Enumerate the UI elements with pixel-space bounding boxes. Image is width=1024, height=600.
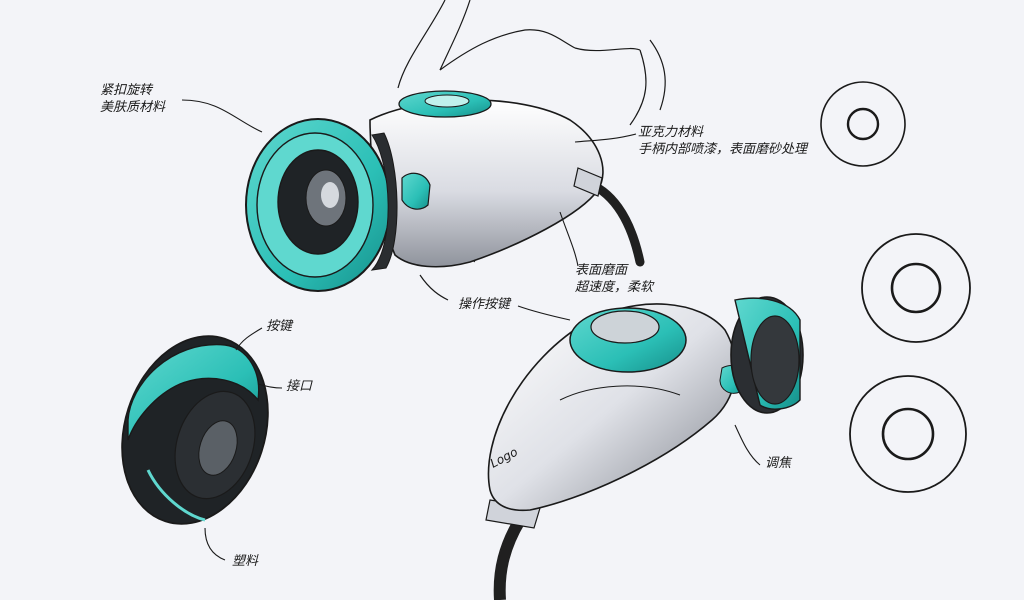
camera-head-front-icon — [245, 90, 645, 292]
button-part-note: 按键 — [266, 319, 293, 334]
ring-large-icon — [849, 375, 967, 493]
clamp-ring-note: 紧扣旋转 美肤质材料 — [100, 82, 165, 116]
lens-cap-icon — [121, 335, 269, 525]
plastic-note: 塑料 — [232, 554, 259, 569]
clamp-ring-note-line-1: 紧扣旋转 — [100, 83, 153, 98]
surface-note-line-1: 表面磨面 — [575, 263, 628, 278]
surface-note-line-2: 超速度，柔软 — [575, 280, 654, 295]
body-material-note: 亚克力材料 手柄内部喷漆，表面磨砂处理 — [638, 124, 807, 158]
ring-small-icon — [820, 81, 906, 167]
camera-head-rear-icon: Logo — [485, 296, 804, 600]
interface-note: 接口 — [286, 379, 313, 394]
body-material-note-line-1: 亚克力材料 — [638, 125, 704, 140]
ring-medium-icon — [861, 233, 971, 343]
leader-lines — [181, 99, 761, 561]
surface-note: 表面磨面 超速度，柔软 — [575, 262, 653, 296]
clamp-ring-note-line-2: 美肤质材料 — [100, 100, 166, 115]
adjust-note: 调焦 — [765, 456, 792, 471]
operation-button-note: 操作按键 — [458, 297, 511, 312]
body-material-note-line-2: 手柄内部喷漆，表面磨砂处理 — [638, 142, 808, 157]
